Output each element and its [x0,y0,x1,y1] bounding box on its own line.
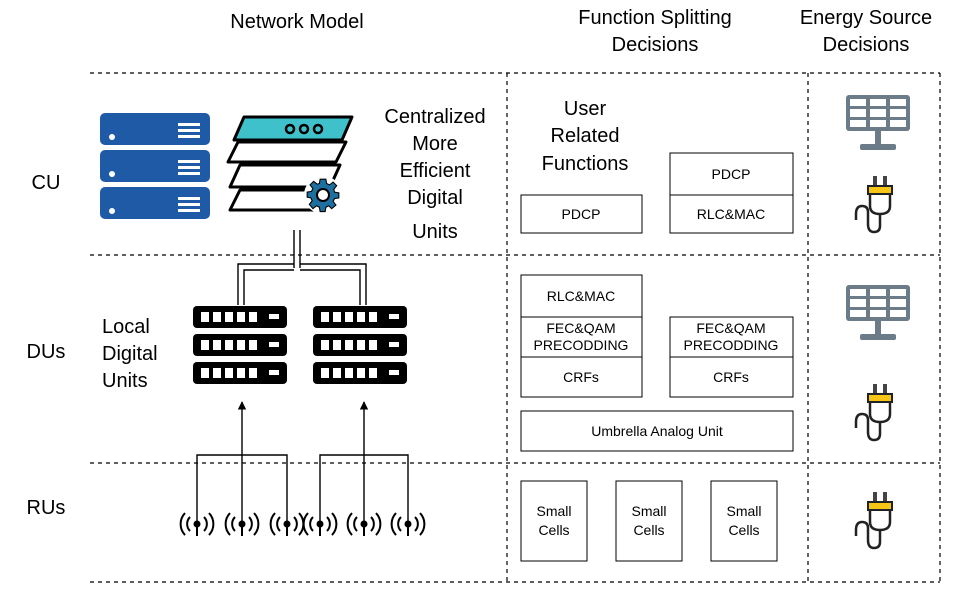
row-label-dus: DUs [27,341,66,363]
small-cells-line1: Small [536,503,571,519]
layered-cloud-gear-icon [226,115,354,214]
user-related-line2: Related [551,125,620,147]
small-cells-line2: Cells [538,522,569,538]
power-plug-icon [854,382,894,442]
cu-caption-line1: Centralized [384,106,485,128]
cu-caption: Centralized More Efficient Digital Units [384,106,485,243]
du-fec-left-line1: FEC&QAM [546,320,615,336]
du-fec-right-line1: FEC&QAM [696,320,765,336]
du-fec-right-line2: PRECODDING [684,337,779,353]
umbrella-label: Umbrella Analog Unit [591,423,723,439]
grid-lines [90,72,941,583]
small-cells-line2: Cells [633,522,664,538]
du-left-stack: RLC&MAC FEC&QAM PRECODDING CRFs [520,274,643,398]
cu-caption-line2: More [412,133,458,155]
header-function-splitting-line1: Function Splitting [578,7,731,29]
small-cells-line1: Small [726,503,761,519]
cu-pdcp-left-box: PDCP [520,194,643,234]
small-cells-box: Small Cells [520,480,588,562]
du-right-stack: FEC&QAM PRECODDING CRFs [669,316,794,398]
du-crfs-left-label: CRFs [563,369,599,385]
cu-pdcp-left-label: PDCP [562,206,601,222]
du-caption: Local Digital Units [102,316,158,392]
du-rlcmac-label: RLC&MAC [547,288,615,304]
solar-panel-icon [846,285,910,340]
user-related-line3: Functions [542,153,629,175]
ru-du-links [196,401,409,522]
cu-pdcp-right-label: PDCP [712,166,751,182]
server-stack-icon [100,113,210,219]
solar-panel-icon [846,95,910,150]
cu-caption-line5: Units [412,221,458,243]
du-crfs-right-label: CRFs [713,369,749,385]
header-network-model: Network Model [230,11,363,33]
header-energy-source-line2: Decisions [823,34,910,56]
header-function-splitting-line2: Decisions [612,34,699,56]
network-switch-icon [313,306,407,384]
du-fec-left-line2: PRECODDING [534,337,629,353]
user-related-line1: User [564,98,607,120]
cu-right-stack: PDCP RLC&MAC [669,152,794,234]
row-label-rus: RUs [27,497,66,519]
small-cells-box: Small Cells [710,480,778,562]
cu-du-links [237,230,367,305]
small-cells-line1: Small [631,503,666,519]
row-label-cu: CU [32,172,61,194]
power-plug-icon [854,490,894,550]
power-plug-icon [854,174,894,234]
network-switch-icon [193,306,287,384]
cu-caption-line4: Digital [407,187,463,209]
du-caption-line3: Units [102,370,148,392]
small-cells-box: Small Cells [615,480,683,562]
du-caption-line1: Local [102,316,150,338]
cu-rlcmac-label: RLC&MAC [697,206,765,222]
header-energy-source-line1: Energy Source [800,7,932,29]
umbrella-analog-unit-box: Umbrella Analog Unit [520,410,794,452]
du-caption-line2: Digital [102,343,158,365]
small-cells-line2: Cells [728,522,759,538]
cu-caption-line3: Efficient [400,160,471,182]
